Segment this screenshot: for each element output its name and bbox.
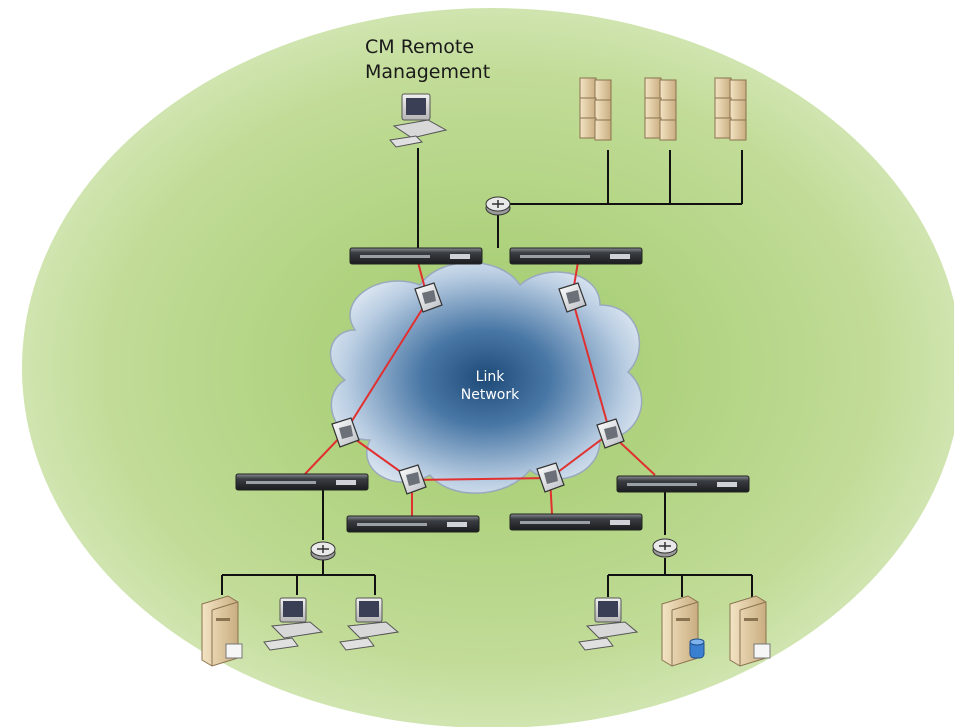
remote-management-label-line1: CM Remote [365, 36, 475, 58]
cloud-label-line2: Network [460, 387, 520, 403]
appliance-icon [346, 515, 480, 533]
link-node-icon [596, 418, 625, 449]
link-node-icon [398, 464, 427, 495]
server-rack-icon [714, 77, 747, 141]
database-server-icon [661, 595, 705, 667]
black-links [221, 148, 753, 597]
appliance-icon [235, 473, 369, 491]
router-icon [652, 538, 678, 558]
workstation-icon [263, 597, 324, 651]
appliance-icon [349, 247, 483, 265]
file-server-icon [729, 595, 771, 667]
remote-management-label-line2: Management [365, 61, 491, 83]
server-rack-icon [644, 77, 677, 141]
link-node-icon [558, 282, 587, 313]
appliance-icon [509, 513, 643, 531]
management-station-icon [389, 93, 448, 148]
red-links [304, 261, 656, 516]
link-node-icon [536, 462, 565, 493]
router-icon [485, 196, 511, 216]
appliance-icon [509, 247, 643, 265]
link-node-icon [414, 282, 443, 313]
appliance-icon [616, 475, 750, 493]
server-rack-icon [579, 77, 612, 141]
workstation-icon [339, 597, 400, 651]
workstation-icon [578, 597, 639, 651]
file-server-icon [201, 595, 243, 667]
router-icon [310, 541, 336, 561]
link-node-icon [331, 417, 360, 448]
server-rack-group-top [579, 77, 747, 141]
cloud-label-line1: Link [475, 369, 505, 385]
